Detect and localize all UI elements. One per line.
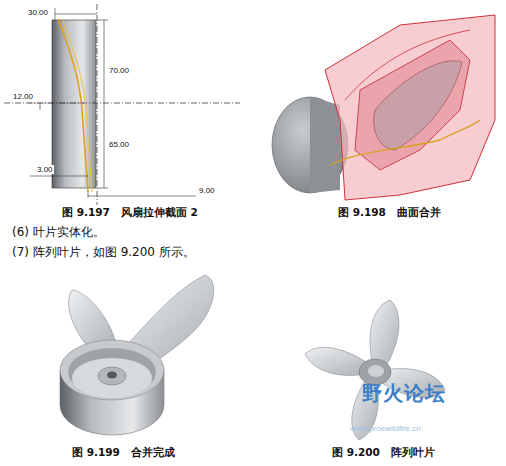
figure-caption: 图 9.197 风扇拉伸截面 2 (62, 206, 198, 218)
step-text: (7) 阵列叶片，如图 9.200 所示。 (12, 246, 195, 260)
dimension: 9.00 (198, 186, 216, 195)
dimension: 3.00 (36, 165, 54, 174)
dimension: 65.00 (108, 140, 130, 149)
dimension: 30.00 (27, 8, 49, 17)
surface-merge (272, 15, 495, 200)
section-sketch (4, 4, 240, 205)
merged-blade (60, 275, 214, 435)
step-text: (6) 叶片实体化。 (12, 226, 105, 240)
figure-caption: 图 9.200 阵列叶片 (332, 446, 435, 458)
dimension: 70.00 (108, 66, 130, 75)
dimension: 12.00 (12, 92, 34, 101)
watermark-url: www.proewildfire.cn (350, 424, 421, 433)
fan-pattern (305, 300, 445, 440)
figure-caption: 图 9.198 曲面合并 (338, 206, 441, 218)
figure-caption: 图 9.199 合并完成 (72, 446, 175, 458)
watermark: 野火论坛 (362, 382, 446, 405)
